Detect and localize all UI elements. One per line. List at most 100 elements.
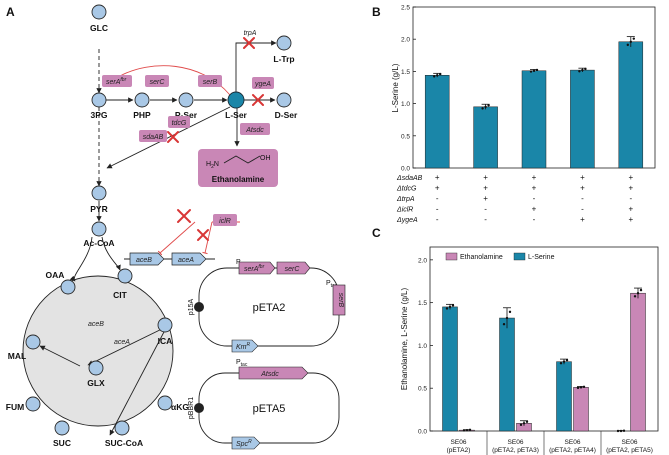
chart-c-xlabel-line2: (pETA2, pETA4) (549, 447, 596, 454)
chart-b-point (433, 75, 436, 78)
chart-b-row-mark: - (581, 194, 584, 203)
label-suc: SUC (53, 438, 71, 448)
operon-aceB: aceB (136, 257, 152, 264)
legend-ethanolamine: Ethanolamine (460, 254, 503, 261)
chart-c-ytick-label: 1.0 (418, 343, 427, 350)
enzyme-serC: serC (150, 79, 166, 86)
chart-c-ytick-label: 1.5 (418, 300, 427, 307)
chart-b-bar (521, 70, 547, 169)
structure-hydroxyl: OH (260, 155, 271, 162)
enzyme-atsdc: Atsdc (245, 127, 264, 134)
tca-cycle (22, 236, 174, 436)
chart-b-point (529, 70, 533, 73)
chart-b-row-label: ΔtdcG (396, 186, 417, 193)
knockout-ygeA (252, 94, 264, 106)
chart-b-row-mark: + (580, 215, 585, 224)
chart-b-point (481, 107, 484, 110)
petA5-atsdc: Atsdc (260, 371, 279, 378)
chart-b-point (439, 72, 442, 76)
ace-operon: aceB aceA (124, 252, 215, 266)
chart-c-xlabel-line1: SE06 (451, 439, 467, 446)
chart-b-row-mark: + (628, 184, 633, 193)
chart-c-point (508, 310, 512, 314)
chart-b-row-mark: - (533, 194, 536, 203)
chart-b-point (535, 68, 539, 72)
label-php: PHP (133, 110, 151, 120)
enzyme-labels: serAfbr serC serB ygeA trpA tdcG sdaAB A… (88, 30, 274, 346)
node-suc (54, 420, 70, 436)
chart-c-point (445, 307, 449, 310)
chart-b-ytick-label: 1.0 (401, 101, 410, 108)
chart-c-point (639, 288, 643, 292)
node-glx (88, 360, 104, 376)
chart-c-point (636, 292, 640, 295)
node-cit (117, 268, 133, 284)
petA2-name: pETA2 (253, 302, 286, 314)
label-ica: ICA (158, 336, 173, 346)
chart-c-point (559, 362, 563, 365)
label-ac-coa: Ac-CoA (83, 238, 114, 248)
chart-c-point (565, 358, 569, 362)
chart-c-bar (442, 306, 458, 432)
node-glc (91, 4, 107, 20)
node-p-ser (178, 92, 194, 108)
chart-b-ytick-label: 2.5 (401, 5, 410, 12)
chart-b-row-mark: + (435, 184, 440, 193)
chart-c-xlabel-line2: (pETA2) (447, 447, 471, 454)
chart-c-point (562, 360, 566, 363)
node-suc-coa (114, 420, 130, 436)
label-oaa: OAA (46, 270, 65, 280)
chart-c-xlabel-line2: (pETA2, pETA3) (492, 447, 539, 454)
label-suc-coa: SUC-CoA (105, 438, 143, 448)
product-title: Ethanolamine (212, 175, 265, 184)
node-oaa (60, 279, 76, 295)
chart-c-ytick-label: 0.5 (418, 386, 427, 393)
label-mal: MAL (8, 351, 26, 361)
enzyme-aceA-cycle: aceA (114, 339, 130, 346)
chart-c-xlabel-line2: (pETA2, pETA5) (606, 447, 653, 454)
node-mal (25, 334, 41, 350)
chart-c-point (462, 429, 466, 432)
chart-c-xlabel-line1: SE06 (565, 439, 581, 446)
chart-b-row-mark: - (436, 194, 439, 203)
chart-b-row-mark: + (628, 173, 633, 182)
knockout-iclR-a (177, 209, 191, 223)
chart-c-point (448, 305, 452, 309)
chart-b-row-label: ΔsdaAB (396, 175, 423, 182)
chart-c-point (522, 422, 526, 425)
petA2-serB: serB (337, 293, 344, 308)
label-3pg: 3PG (90, 110, 107, 120)
chart-b-row-mark: + (532, 205, 537, 214)
petA5-marker: SpcR (236, 439, 252, 448)
promoter-tac-3: Ptac (236, 359, 248, 368)
enzyme-iclR: iclR (219, 218, 231, 225)
knockout-trpA (243, 37, 255, 49)
label-glc: GLC (90, 23, 108, 33)
chart-b-ytick-label: 0.5 (401, 133, 410, 140)
chart-c-point (468, 428, 472, 432)
chart-b-point (436, 74, 439, 77)
metabolite-nodes (25, 4, 292, 436)
label-p-ser: P-Ser (175, 110, 198, 120)
chart-c-bar (556, 361, 572, 432)
chart-b-row-mark: + (532, 173, 537, 182)
chart-b-point (626, 43, 629, 47)
chart-b-row-mark: + (628, 215, 633, 224)
chart-b-row-mark: + (435, 173, 440, 182)
chart-b-row-mark: + (580, 173, 585, 182)
enzyme-trpA: trpA (244, 30, 257, 37)
chart-c-xlabel-line1: SE06 (622, 439, 638, 446)
node-l-trp (276, 35, 292, 51)
node-fum (25, 396, 41, 412)
chart-b-row-mark: - (436, 215, 439, 224)
label-d-ser: D-Ser (275, 110, 298, 120)
knockout-sdaAB (167, 131, 179, 143)
chart-c-point (519, 423, 523, 427)
legend-serine: L-Serine (528, 254, 555, 261)
chart-b-row-label: ΔtrpA (396, 196, 415, 203)
chart-c-point (633, 295, 637, 298)
chart-c-point (525, 420, 529, 423)
chart-c-frame (429, 246, 659, 432)
chart-c: Ethanolamine, L-Serine (g/L) Ethanolamin… (400, 246, 659, 455)
chart-b-row-mark: - (581, 205, 584, 214)
